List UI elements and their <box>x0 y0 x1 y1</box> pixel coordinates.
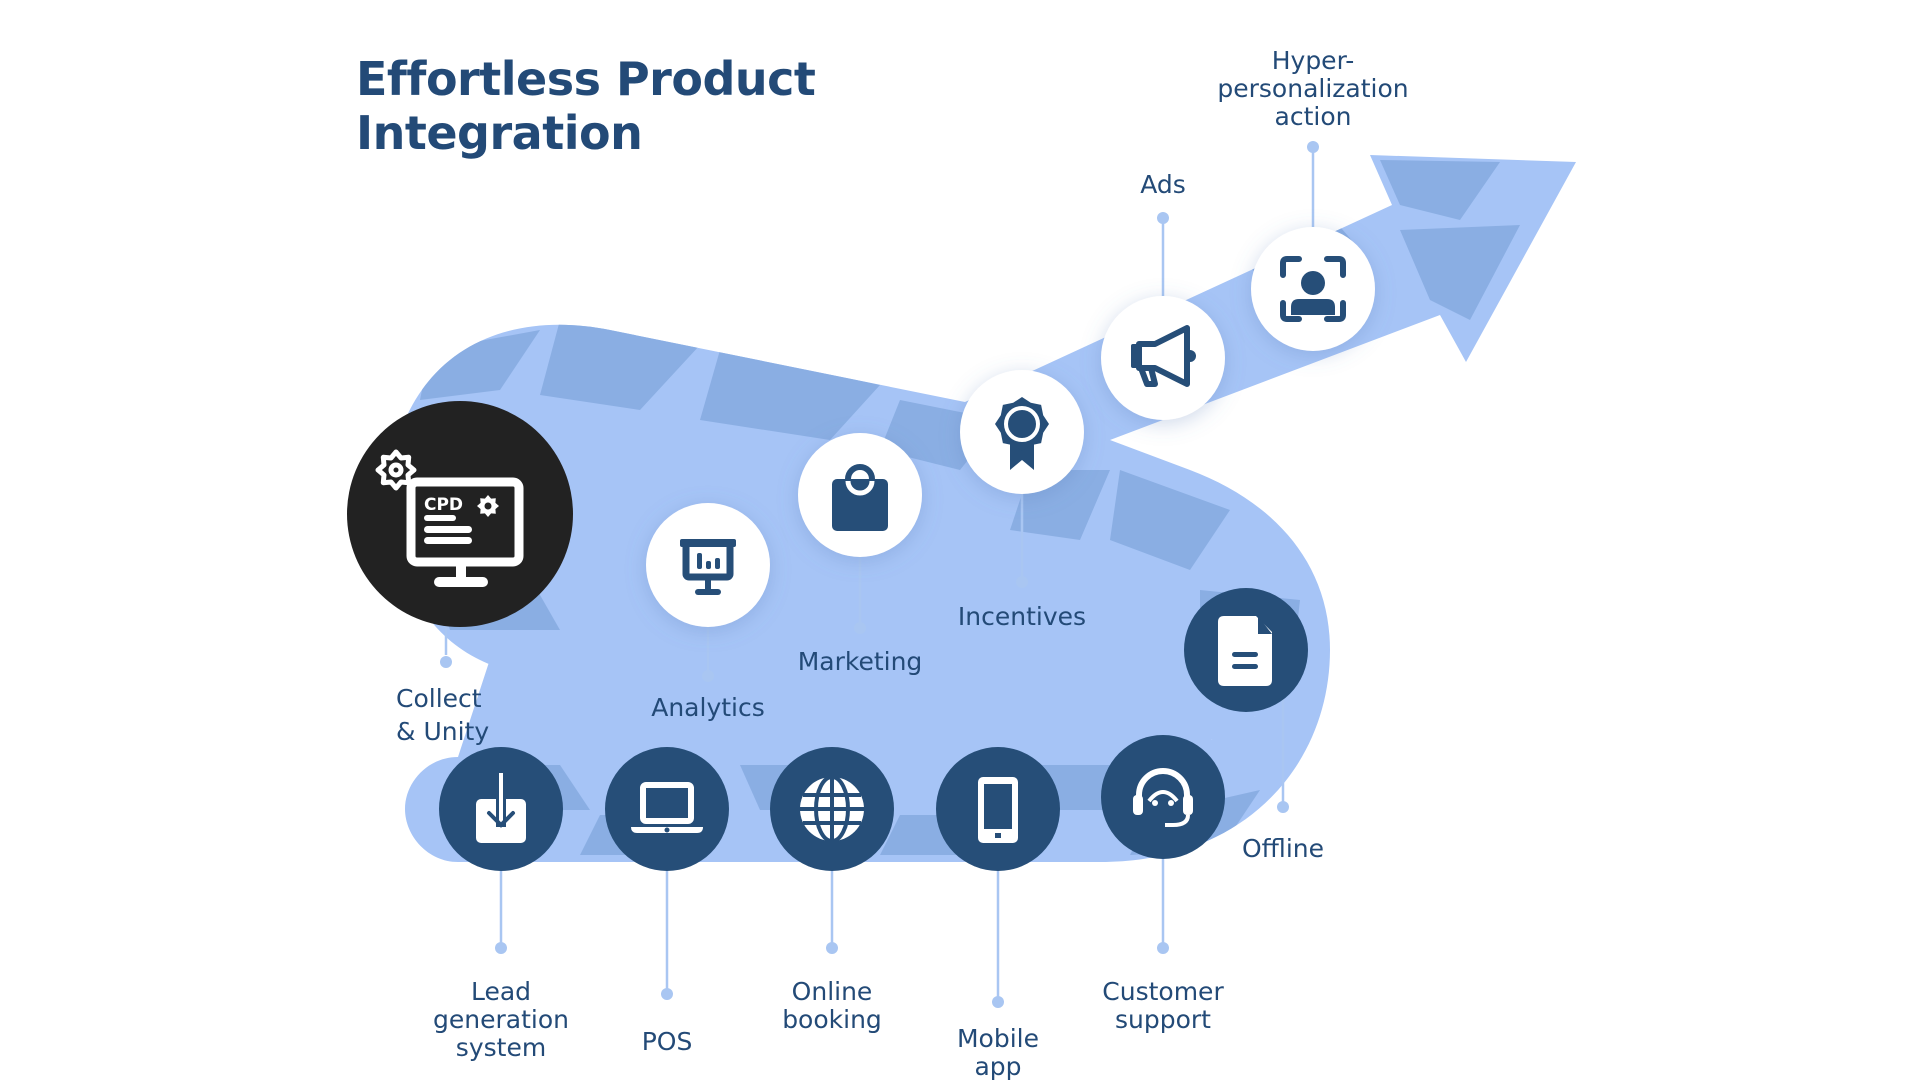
band-pattern-patch <box>1110 470 1230 570</box>
stage-label-lead-generation: generation <box>433 1005 569 1034</box>
stage-labels: Collect & Unity Analytics Marketing Incentiv… <box>396 46 1409 1080</box>
face-scan-icon <box>1280 256 1346 322</box>
hub-node-collect-unity[interactable]: CPD <box>347 401 573 627</box>
stage-node-lead-generation[interactable] <box>439 747 563 871</box>
stage-label-marketing: Marketing <box>798 647 923 676</box>
band-pattern-patch <box>1400 225 1520 320</box>
headset-agent-icon <box>1133 768 1193 827</box>
hub-label-line: Collect <box>396 684 482 713</box>
connector-dot <box>495 942 507 954</box>
globe-icon <box>800 775 864 843</box>
title-line-1: Effortless Product <box>356 52 816 106</box>
connector-dot <box>1307 141 1319 153</box>
stage-node-online-booking[interactable] <box>770 747 894 871</box>
connector-dot <box>826 942 838 954</box>
stage-node-analytics[interactable] <box>646 503 770 627</box>
stage-label-customer-support: support <box>1115 1005 1211 1034</box>
connector-dot <box>992 996 1004 1008</box>
stage-label-hyper: Hyper- <box>1272 46 1355 75</box>
connector-dot <box>854 622 866 634</box>
connector-lines <box>440 141 1319 1008</box>
stage-node-offline[interactable] <box>1184 588 1308 712</box>
stage-label-mobile-app: app <box>974 1052 1021 1080</box>
download-tray-icon <box>476 773 526 843</box>
stage-label-mobile-app: Mobile <box>957 1024 1039 1053</box>
stage-label-online-booking: Online <box>792 977 873 1006</box>
hub-screen-text: CPD <box>424 495 463 515</box>
connector-dot <box>1277 801 1289 813</box>
band-pattern-patch <box>700 350 880 440</box>
stage-label-online-booking: booking <box>782 1005 882 1034</box>
stage-label-pos: POS <box>642 1027 693 1056</box>
stage-label-hyper: action <box>1275 102 1352 131</box>
connector-dot <box>1157 212 1169 224</box>
laptop-icon <box>631 782 703 833</box>
stage-label-hyper: personalization <box>1217 74 1408 103</box>
monitor-cpd-gear-icon: CPD <box>375 449 524 587</box>
document-icon <box>1218 616 1272 686</box>
stage-circle <box>605 747 729 871</box>
connector-dot <box>1157 942 1169 954</box>
stage-nodes: CPD <box>347 227 1375 871</box>
stage-node-incentives[interactable] <box>960 370 1084 494</box>
hub-label-line: & Unity <box>396 717 489 746</box>
stage-circle <box>1101 296 1225 420</box>
title-line-2: Integration <box>356 106 643 160</box>
connector-dot <box>702 670 714 682</box>
stage-label-incentives: Incentives <box>958 602 1086 631</box>
stage-node-hyper[interactable] <box>1251 227 1375 351</box>
shopping-bag-icon <box>832 464 888 531</box>
stage-node-marketing[interactable] <box>798 433 922 557</box>
stage-circle <box>1101 735 1225 859</box>
connector-dot <box>1016 576 1028 588</box>
band-pattern-patch <box>540 320 700 410</box>
connector-dot <box>661 988 673 1000</box>
stage-node-pos[interactable] <box>605 747 729 871</box>
award-badge-icon <box>995 397 1049 470</box>
stage-label-analytics: Analytics <box>651 693 765 722</box>
stage-label-ads: Ads <box>1140 170 1186 199</box>
band-pattern-patch <box>1380 160 1500 220</box>
stage-node-mobile-app[interactable] <box>936 747 1060 871</box>
stage-label-lead-generation: system <box>456 1033 546 1062</box>
stage-label-customer-support: Customer <box>1102 977 1224 1006</box>
stage-label-offline: Offline <box>1242 834 1324 863</box>
stage-label-lead-generation: Lead <box>471 977 531 1006</box>
smartphone-icon <box>978 777 1018 843</box>
connector-dot <box>440 656 452 668</box>
stage-node-ads[interactable] <box>1101 296 1225 420</box>
page-title: Effortless Product Integration <box>356 52 816 160</box>
stage-node-customer-support[interactable] <box>1101 735 1225 859</box>
megaphone-icon <box>1131 325 1196 387</box>
presentation-chart-icon <box>680 539 736 595</box>
